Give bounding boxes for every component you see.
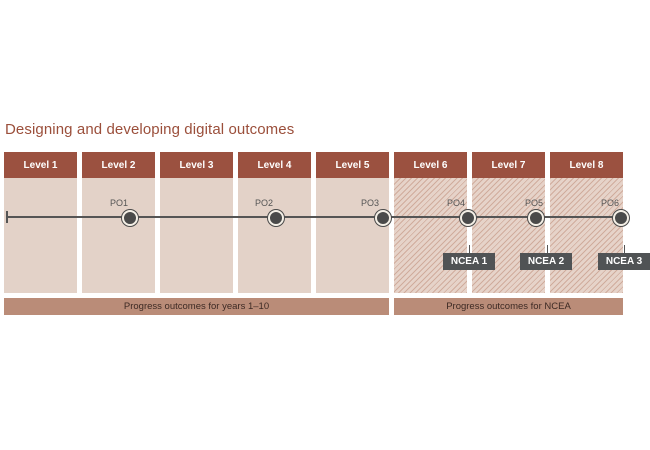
timeline-start-tick bbox=[6, 211, 8, 223]
level-header: Level 6 bbox=[394, 152, 467, 178]
level-header: Level 8 bbox=[550, 152, 623, 178]
po-node-icon bbox=[528, 210, 544, 226]
ncea-badge: NCEA 1 bbox=[443, 253, 495, 270]
po-label: PO4 bbox=[446, 198, 466, 208]
level-column-4: Level 4 bbox=[238, 152, 311, 293]
ncea-connector bbox=[624, 245, 625, 254]
po-node-icon bbox=[122, 210, 138, 226]
po-node-icon bbox=[268, 210, 284, 226]
level-column-8: Level 8 bbox=[550, 152, 623, 293]
ncea-badge: NCEA 2 bbox=[520, 253, 572, 270]
ncea-connector bbox=[469, 245, 470, 254]
footer-ncea: Progress outcomes for NCEA bbox=[394, 298, 623, 315]
po-label: PO1 bbox=[109, 198, 129, 208]
ncea-badge: NCEA 3 bbox=[598, 253, 650, 270]
level-body-hatched bbox=[550, 178, 623, 293]
level-body bbox=[4, 178, 77, 293]
po-node-icon bbox=[460, 210, 476, 226]
level-body-hatched bbox=[472, 178, 545, 293]
po-label: PO2 bbox=[254, 198, 274, 208]
level-body bbox=[82, 178, 155, 293]
footer-years-1-10: Progress outcomes for years 1–10 bbox=[4, 298, 389, 315]
level-header: Level 7 bbox=[472, 152, 545, 178]
level-header: Level 3 bbox=[160, 152, 233, 178]
po-node-icon bbox=[375, 210, 391, 226]
level-column-6: Level 6 bbox=[394, 152, 467, 293]
level-column-3: Level 3 bbox=[160, 152, 233, 293]
level-header: Level 1 bbox=[4, 152, 77, 178]
ncea-connector bbox=[547, 245, 548, 254]
level-body bbox=[160, 178, 233, 293]
diagram-title: Designing and developing digital outcome… bbox=[5, 121, 295, 138]
level-header: Level 5 bbox=[316, 152, 389, 178]
level-header: Level 2 bbox=[82, 152, 155, 178]
po-label: PO6 bbox=[600, 198, 620, 208]
level-column-7: Level 7 bbox=[472, 152, 545, 293]
level-body bbox=[238, 178, 311, 293]
level-header: Level 4 bbox=[238, 152, 311, 178]
timeline-line bbox=[7, 216, 621, 218]
po-label: PO5 bbox=[524, 198, 544, 208]
level-body-hatched bbox=[394, 178, 467, 293]
level-body bbox=[316, 178, 389, 293]
level-column-2: Level 2 bbox=[82, 152, 155, 293]
po-label: PO3 bbox=[360, 198, 380, 208]
po-node-icon bbox=[613, 210, 629, 226]
level-column-1: Level 1 bbox=[4, 152, 77, 293]
level-column-5: Level 5 bbox=[316, 152, 389, 293]
